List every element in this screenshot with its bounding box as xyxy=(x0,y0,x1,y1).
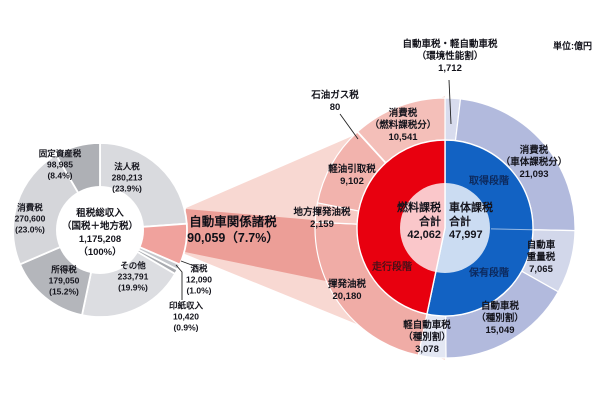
chart-label-line: 9,102 xyxy=(340,176,364,187)
chart-label-line: 1,175,208 xyxy=(78,234,122,245)
unit-label: 単位:億円 xyxy=(553,41,592,51)
chart-label-line: 軽油引取税 xyxy=(328,164,376,175)
chart-label-line: その他 xyxy=(120,260,146,271)
chart-label-line: 印紙収入 xyxy=(168,300,204,311)
chart-label-line: (1.0%) xyxy=(186,285,212,296)
chart-label-line: 酒税 xyxy=(190,263,208,274)
chart-label-line: 走行段階 xyxy=(372,262,412,273)
bridge-label-value: 90,059（7.7%） xyxy=(187,231,279,245)
bridge-label: 自動車関係諸税 90,059（7.7%） xyxy=(187,214,279,246)
segment-label: 消費税（燃料課税分）10,541 xyxy=(370,108,437,144)
chart-label-line: 233,791 xyxy=(117,271,149,282)
chart-label-line: 租税総収入 xyxy=(76,208,124,219)
stage-label: 取得段階 xyxy=(469,176,509,188)
chart-label-line: 保有段階 xyxy=(469,268,509,279)
chart-label-line: 自動車税 xyxy=(480,301,520,312)
chart-label-line: 15,049 xyxy=(485,325,515,336)
segment-label: 自動車税（種別割）15,049 xyxy=(476,301,524,337)
chart-label-line: 所得税 xyxy=(51,264,77,275)
chart-label-line: 7,065 xyxy=(529,264,553,275)
chart-label-line: 石油ガス税 xyxy=(311,90,359,101)
stage-label: 保有段階 xyxy=(469,268,509,280)
chart-label-line: 12,090 xyxy=(186,274,212,285)
chart-label-line: 2,159 xyxy=(310,219,334,230)
chart-label-line: 179,050 xyxy=(48,275,80,286)
stage-divider xyxy=(490,228,533,231)
chart-label-line: 42,062 xyxy=(407,228,441,241)
chart-label-line: 車体課税 xyxy=(449,201,493,214)
left-donut-hole xyxy=(56,186,144,274)
chart-label-line: 消費税 xyxy=(17,202,43,213)
chart-label-line: 消費税 xyxy=(388,108,418,119)
chart-label-line: 軽自動車税 xyxy=(403,320,451,331)
chart-label-line: 47,997 xyxy=(449,228,483,241)
chart-label-line: 取得段階 xyxy=(469,176,509,187)
callout-line-sake xyxy=(180,260,198,268)
segment-label: 消費税（車体課税分）21,093 xyxy=(501,145,568,181)
chart-label-line: (23.0%) xyxy=(15,224,45,235)
segment-label: 自動車税・軽自動車税（環境性能割）1,712 xyxy=(402,39,497,75)
chart-label-line: 地方揮発油税 xyxy=(293,207,351,218)
chart-label-line: 合計 xyxy=(419,215,441,228)
chart-label-line: 揮発油税 xyxy=(327,279,367,290)
chart-label-line: 20,180 xyxy=(332,291,362,302)
chart-label-line: 1,712 xyxy=(438,63,462,74)
left-donut-center-label: 租税総収入 （国税＋地方税） 1,175,208 （100%） xyxy=(62,207,138,259)
chart-label-line: 280,213 xyxy=(111,172,143,183)
callout-line-stamp xyxy=(175,264,183,300)
chart-label-line: 10,541 xyxy=(388,132,418,143)
chart-label-line: (8.4%) xyxy=(47,170,73,181)
chart-label-line: 燃料課税 xyxy=(397,201,441,214)
chart-label-line: (0.9%) xyxy=(173,322,199,333)
chart-label-line: (15.2%) xyxy=(49,286,79,297)
chart-label-line: 合計 xyxy=(449,215,471,228)
chart-label-line: （環境性能割） xyxy=(416,51,484,62)
right-donut-center-overlay xyxy=(400,183,490,273)
chart-label-line: (19.9%) xyxy=(118,282,148,293)
chart-label-line: 3,078 xyxy=(415,344,439,355)
chart-label-line: (23.9%) xyxy=(112,183,142,194)
chart-label-line: （国税＋地方税） xyxy=(61,221,139,232)
chart-label-line: （種別割） xyxy=(476,313,524,324)
callout-line-env xyxy=(448,79,452,125)
chart-label-line: 固定資産税 xyxy=(38,148,82,159)
chart-label-line: 自動車 xyxy=(526,240,556,251)
chart-label-line: 法人税 xyxy=(114,161,140,172)
chart-label-line: （車体課税分） xyxy=(500,157,568,168)
stage-label: 走行段階 xyxy=(372,262,412,274)
chart-label-line: 98,985 xyxy=(46,159,73,170)
chart-label-line: （種別割） xyxy=(403,332,451,343)
chart-label-line: 重量税 xyxy=(526,252,556,263)
bridge-label-name: 自動車関係諸税 xyxy=(189,215,277,229)
segment-label: 軽自動車税（種別割）3,078 xyxy=(403,320,451,356)
chart-label-line: 自動車税・軽自動車税 xyxy=(402,39,498,50)
chart-label-line: 10,420 xyxy=(172,311,199,322)
chart-label-line: （燃料課税分） xyxy=(369,120,437,131)
chart-label-line: （100%） xyxy=(78,247,122,258)
chart-label-line: 270,600 xyxy=(14,213,46,224)
chart-label-line: 21,093 xyxy=(519,169,549,180)
chart-label-line: 80 xyxy=(329,102,341,113)
chart-label-line: 消費税 xyxy=(519,145,549,156)
callout-line-lpg xyxy=(339,113,359,140)
